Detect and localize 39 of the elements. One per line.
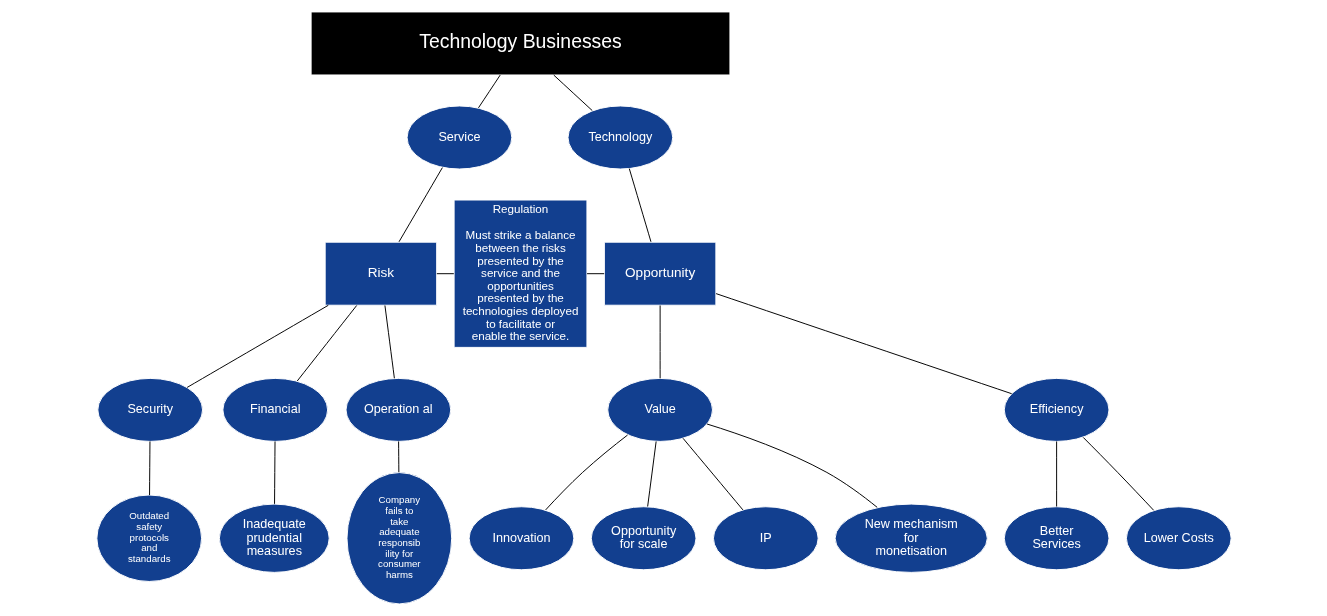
connector (544, 434, 628, 511)
connector (715, 293, 1012, 395)
node-ellipse: New mechanism for monetisation (834, 503, 988, 573)
node-ellipse: Better Services (1003, 506, 1109, 571)
connector (435, 273, 454, 275)
connector (682, 437, 743, 511)
node-ellipse: IP (712, 506, 819, 571)
connector (296, 305, 357, 382)
node-ellipse: Service (406, 105, 512, 170)
node-ellipse: Value (606, 377, 713, 442)
node-ellipse: Security (96, 377, 203, 442)
connector (646, 441, 657, 507)
node-ellipse: Efficiency (1003, 377, 1109, 442)
node-box: Opportunity (603, 241, 716, 306)
node-box: Regulation Must strike a balance between the risks presented by the service and the opportunities presented by the technologies deployed to facilitate or enable the service. (453, 199, 587, 348)
node-ellipse: Technology (567, 105, 673, 170)
node-box: Technology Businesses (310, 11, 730, 76)
node-ellipse: Opportunity for scale (590, 506, 696, 571)
node-ellipse: Operation al (345, 377, 451, 442)
node-ellipse: Innovation (468, 506, 574, 571)
node-box: Risk (324, 241, 437, 306)
node-ellipse: Outdated safety protocols and standards (95, 494, 202, 582)
connector (628, 168, 651, 243)
connector (186, 304, 329, 388)
connector (586, 273, 605, 275)
connector (1082, 436, 1154, 511)
connector (383, 305, 395, 379)
connector (706, 423, 878, 508)
connector (398, 167, 443, 243)
connector (552, 74, 593, 112)
node-ellipse: Company fails to take adequate responsibility for consumer harms (346, 472, 452, 605)
node-ellipse: Lower Costs (1125, 506, 1232, 571)
connector (1055, 441, 1057, 507)
node-ellipse: Financial (221, 377, 328, 442)
connector (148, 441, 150, 496)
connector (273, 441, 275, 505)
connector (397, 441, 399, 473)
node-ellipse: Inadequate prudential measures (218, 503, 330, 573)
connector (477, 74, 501, 109)
